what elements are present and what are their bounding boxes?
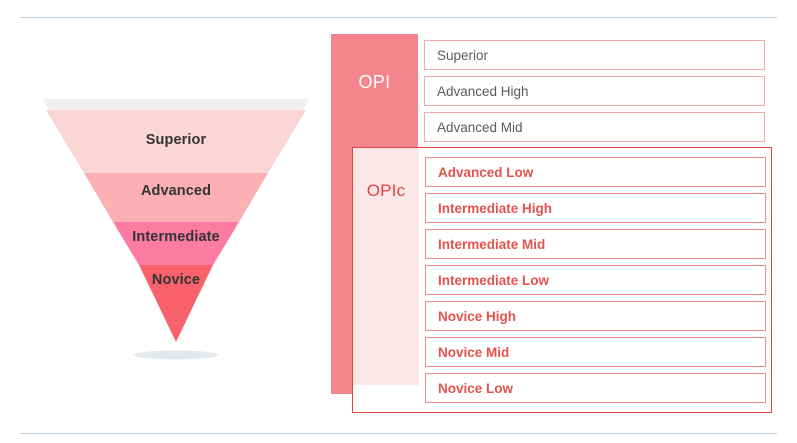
opic-rating-row[interactable]: Advanced Low bbox=[425, 157, 766, 187]
funnel-graphic bbox=[43, 99, 309, 360]
funnel-shadow bbox=[134, 350, 218, 360]
opi-rating-row[interactable]: Advanced High bbox=[424, 76, 765, 106]
bottom-divider bbox=[20, 433, 777, 434]
opic-rating-row[interactable]: Intermediate High bbox=[425, 193, 766, 223]
opic-rating-row[interactable]: Novice High bbox=[425, 301, 766, 331]
funnel-cap bbox=[43, 99, 309, 110]
proficiency-funnel: Superior Advanced Intermediate Novice bbox=[30, 92, 322, 367]
opic-rating-row[interactable]: Intermediate Low bbox=[425, 265, 766, 295]
opi-panel-title: OPI bbox=[358, 72, 391, 92]
opic-rating-row[interactable]: Intermediate Mid bbox=[425, 229, 766, 259]
opic-panel-sidebar bbox=[353, 148, 419, 385]
opi-rating-row[interactable]: Superior bbox=[424, 40, 765, 70]
funnel-band-advanced bbox=[84, 173, 268, 222]
funnel-band-intermediate bbox=[113, 222, 239, 265]
opi-rating-list: Superior Advanced High Advanced Mid bbox=[424, 40, 765, 148]
opic-panel: OPIc Advanced Low Intermediate High Inte… bbox=[352, 147, 772, 413]
funnel-band-novice bbox=[139, 265, 213, 342]
opic-rating-row[interactable]: Novice Mid bbox=[425, 337, 766, 367]
opi-rating-row[interactable]: Advanced Mid bbox=[424, 112, 765, 142]
opic-rating-list: Advanced Low Intermediate High Intermedi… bbox=[425, 157, 766, 409]
top-divider bbox=[20, 17, 777, 18]
funnel-band-superior bbox=[46, 110, 306, 173]
opic-rating-row[interactable]: Novice Low bbox=[425, 373, 766, 403]
opic-panel-title: OPIc bbox=[366, 181, 406, 200]
